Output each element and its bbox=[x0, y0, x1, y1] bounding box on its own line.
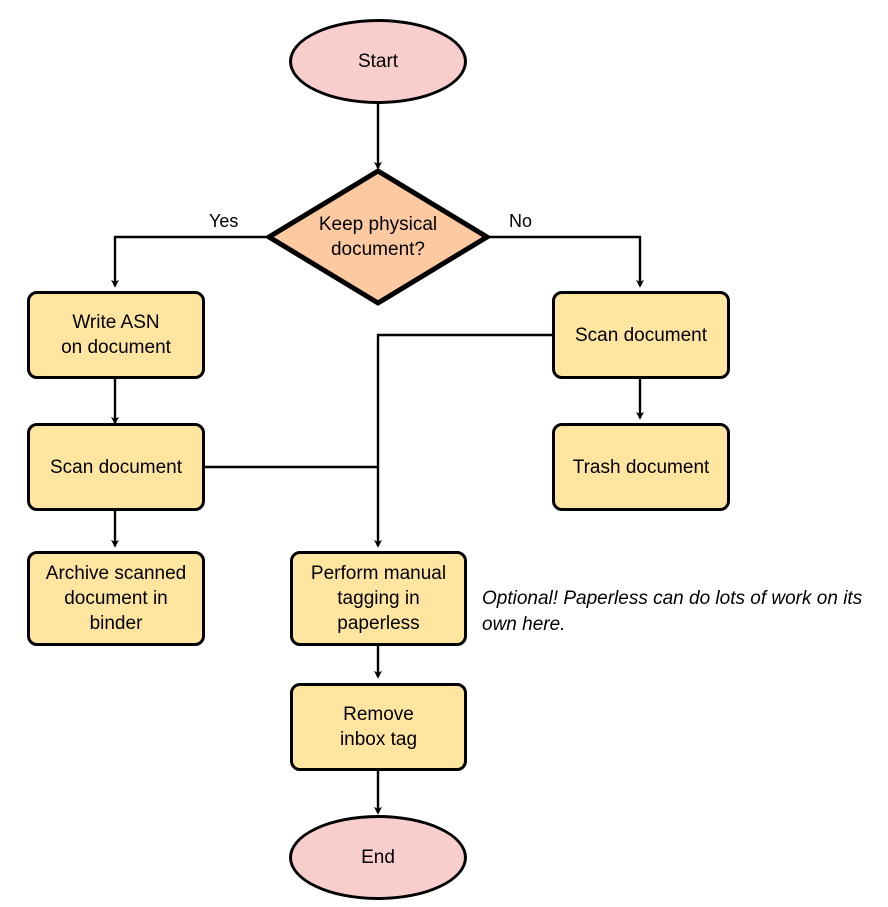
edge-decision-yes-to-write-asn bbox=[111, 235, 266, 288]
node-scan-document-left-label: Scan document bbox=[49, 456, 183, 478]
node-end-label: End bbox=[361, 847, 395, 868]
node-manual-tagging[interactable]: Perform manual tagging in paperless bbox=[290, 551, 467, 646]
annotation-optional-note: Optional! Paperless can do lots of work … bbox=[482, 588, 863, 635]
node-archive-in-binder-label: Archive scanned document in binder bbox=[45, 563, 187, 634]
node-trash-document-label: Trash document bbox=[572, 456, 710, 478]
edge-decision-no-to-scan-right bbox=[490, 235, 644, 288]
node-scan-document-left[interactable]: Scan document bbox=[27, 423, 205, 511]
node-keep-physical-document[interactable]: Keep physical document? bbox=[266, 168, 490, 306]
node-archive-in-binder[interactable]: Archive scanned document in binder bbox=[27, 551, 205, 646]
node-trash-document[interactable]: Trash document bbox=[552, 423, 730, 511]
node-start[interactable]: Start bbox=[289, 19, 467, 104]
node-end[interactable]: End bbox=[289, 815, 467, 900]
node-scan-document-right[interactable]: Scan document bbox=[552, 291, 730, 379]
edge-scan-right-to-manual-tagging bbox=[374, 333, 552, 548]
edge-label-no: No bbox=[509, 211, 533, 231]
node-start-label: Start bbox=[357, 51, 399, 72]
node-write-asn[interactable]: Write ASN on document bbox=[27, 291, 205, 379]
node-keep-physical-document-label: Keep physical document? bbox=[318, 214, 438, 260]
node-scan-document-right-label: Scan document bbox=[574, 324, 708, 346]
node-remove-inbox-tag-label: Remove inbox tag bbox=[339, 704, 418, 750]
diamond-shape bbox=[266, 168, 490, 306]
node-remove-inbox-tag[interactable]: Remove inbox tag bbox=[290, 683, 467, 771]
node-manual-tagging-label: Perform manual tagging in paperless bbox=[310, 563, 447, 634]
edge-label-yes: Yes bbox=[209, 211, 239, 231]
node-write-asn-label: Write ASN on document bbox=[61, 312, 171, 358]
